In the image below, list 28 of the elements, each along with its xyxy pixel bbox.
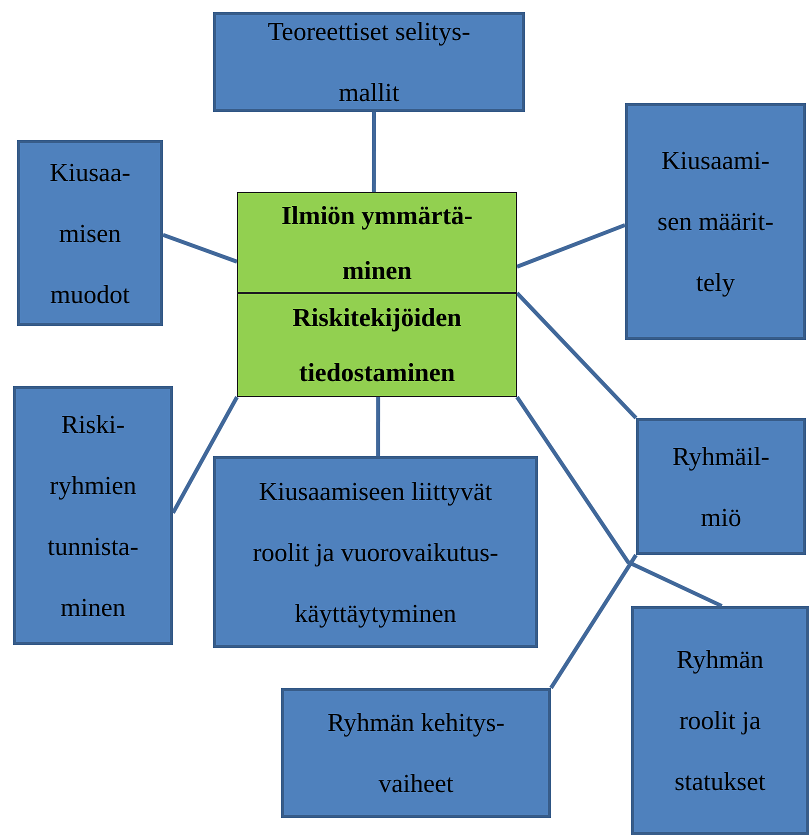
connector-line bbox=[376, 397, 380, 456]
topic-box bbox=[631, 606, 809, 835]
topic-box bbox=[213, 456, 538, 648]
connector-line bbox=[171, 396, 239, 514]
connector-line bbox=[549, 554, 638, 690]
box-label: Riskitekijöiden tiedostaminen bbox=[291, 302, 463, 389]
topic-box bbox=[625, 103, 806, 340]
topic-box bbox=[281, 688, 551, 818]
connector-line bbox=[516, 292, 638, 420]
box-label: Kiusaami-sen määrit-tely bbox=[656, 145, 775, 299]
box-label: Kiusaamiseen liittyvät roolit ja vuorovaikutus-käyttäytyminen bbox=[252, 476, 500, 630]
topic-box bbox=[17, 140, 163, 326]
connector-line bbox=[162, 232, 238, 264]
topic-box bbox=[13, 386, 173, 645]
connector-line bbox=[516, 223, 626, 269]
box-label: Teoreettiset selitys-mallit bbox=[266, 16, 472, 109]
topic-box bbox=[636, 418, 806, 555]
central-box bbox=[237, 293, 517, 397]
connector-line bbox=[372, 112, 376, 192]
box-label: Ryhmän kehitys-vaiheet bbox=[326, 707, 506, 800]
box-label: Ilmiön ymmärtä-minen bbox=[280, 200, 474, 286]
box-label: Kiusaa-misen muodot bbox=[48, 156, 132, 310]
central-box bbox=[237, 192, 517, 293]
connector-line bbox=[515, 396, 723, 608]
box-label: Riski-ryhmien tunnista-minen bbox=[46, 408, 140, 624]
box-label: Ryhmäil-miö bbox=[671, 440, 771, 534]
box-label: Ryhmän roolit ja statukset bbox=[674, 644, 766, 798]
topic-box bbox=[213, 12, 525, 112]
